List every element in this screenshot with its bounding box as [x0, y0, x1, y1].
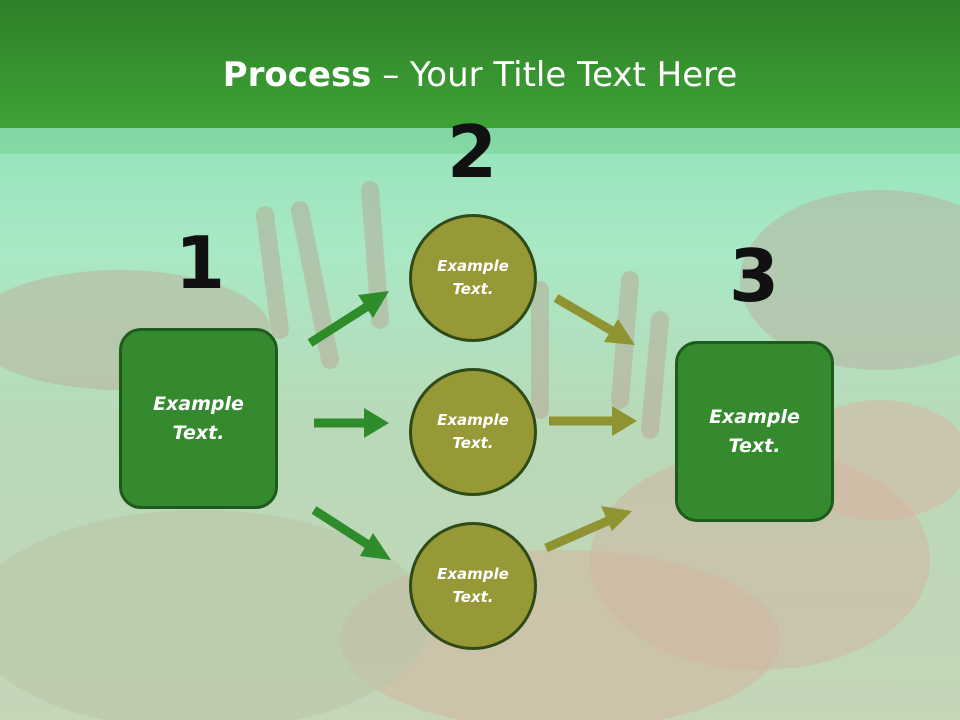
title-rest: – Your Title Text Here: [371, 55, 738, 95]
right-step-box: Example Text.: [675, 341, 834, 522]
left-step-label: Example Text.: [153, 392, 244, 444]
right-step-label: Example Text.: [709, 405, 800, 457]
step-number-2: 2: [446, 110, 498, 194]
middle-circle-center: Example Text.: [409, 368, 537, 496]
step-number-1: 1: [174, 221, 226, 305]
middle-circle-top: Example Text.: [409, 214, 537, 342]
middle-circle-center-label: Example Text.: [437, 411, 509, 452]
left-step-box: Example Text.: [119, 328, 278, 509]
middle-circle-top-label: Example Text.: [437, 257, 509, 298]
step-number-3: 3: [728, 234, 780, 318]
title-bold: Process: [222, 55, 372, 95]
middle-circle-bottom: Example Text.: [409, 522, 537, 650]
middle-circle-bottom-label: Example Text.: [437, 565, 509, 606]
page-title: Process – Your Title Text Here: [0, 52, 960, 98]
